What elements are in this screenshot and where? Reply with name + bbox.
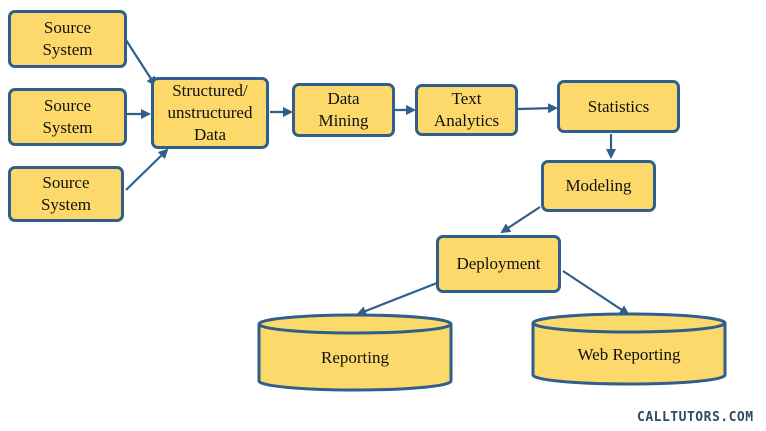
web-reporting-label: Web Reporting: [577, 345, 681, 364]
source-system-box-1: Source System: [8, 10, 127, 68]
source-system-box-2: Source System: [8, 88, 127, 146]
arrow-modeling-to-deployment: [500, 206, 541, 234]
text-analytics-box: Text Analytics: [415, 84, 518, 136]
deployment-box: Deployment: [436, 235, 561, 293]
arrow-deployment-to-web-reporting: [562, 270, 630, 316]
arrow-deployment-to-reporting: [356, 281, 438, 316]
structured-data-box: Structured/ unstructured Data: [151, 77, 269, 149]
arrow-text-to-statistics: [517, 103, 558, 114]
reporting-cylinder: [257, 313, 453, 392]
reporting-label: Reporting: [321, 348, 389, 367]
data-mining-box: Data Mining: [292, 83, 395, 137]
source-system-box-3: Source System: [8, 166, 124, 222]
arrow-source3-to-data: [125, 148, 169, 191]
arrow-source1-to-data: [125, 39, 157, 87]
watermark: CALLTUTORS.COM: [637, 410, 754, 425]
statistics-box: Statistics: [557, 80, 680, 133]
modeling-box: Modeling: [541, 160, 656, 212]
web-reporting-cylinder: [531, 312, 727, 386]
